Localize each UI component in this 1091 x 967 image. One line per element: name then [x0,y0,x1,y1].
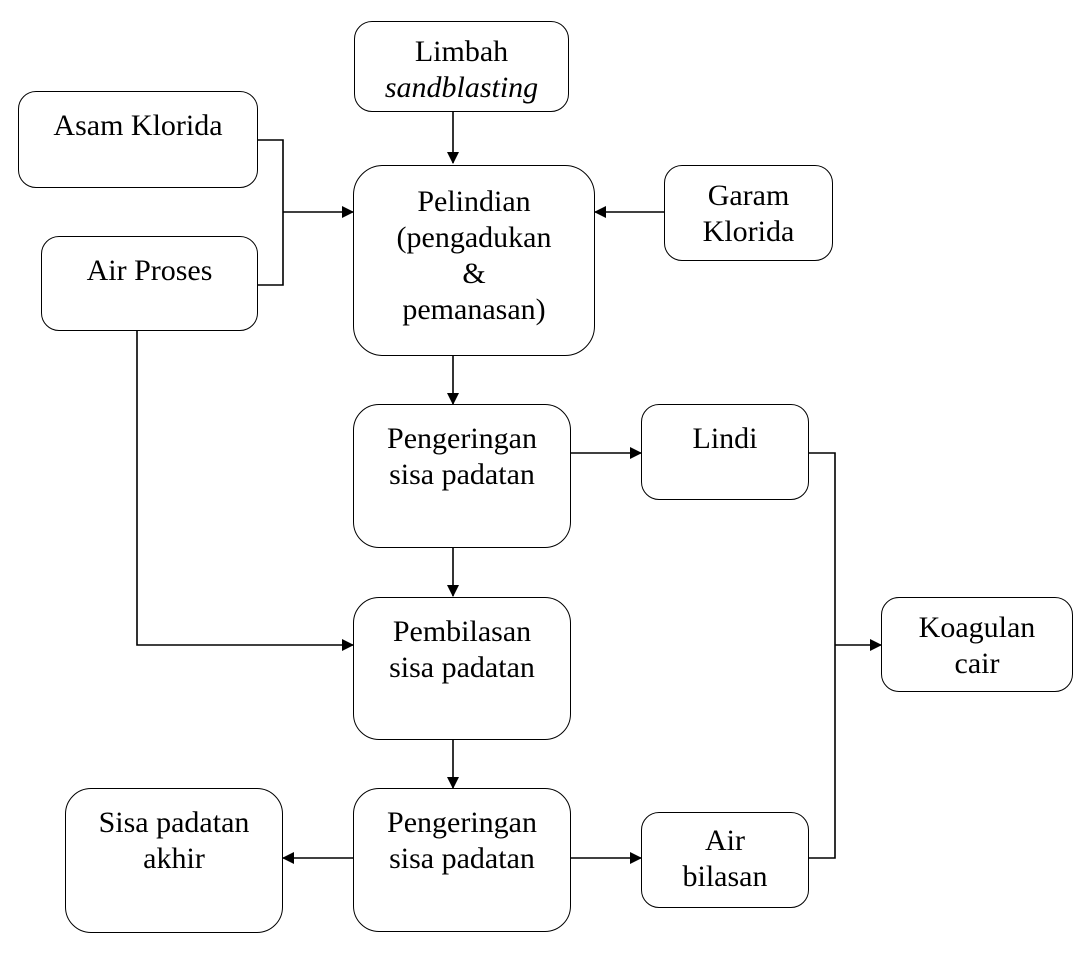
node-label: sisa padatan [389,651,535,684]
node-koagulan-cair: Koagulan cair [881,597,1073,692]
connector-air-proses [258,212,284,286]
node-label: Koagulan [918,611,1036,644]
node-label: Pengeringan [387,806,537,839]
node-label: sisa padatan [389,458,535,491]
node-label: Pengeringan [387,422,537,455]
node-pengeringan-sisa-padatan-1: Pengeringan sisa padatan [353,404,571,548]
node-label: sisa padatan [389,842,535,875]
node-garam-klorida: Garam Klorida [664,165,833,261]
node-pengeringan-sisa-padatan-2: Pengeringan sisa padatan [353,788,571,932]
node-label: Asam Klorida [53,109,223,142]
node-pelindian: Pelindian (pengadukan & pemanasan) [353,165,595,356]
node-label: Air Proses [86,254,213,287]
node-label: cair [954,647,1000,680]
node-label: akhir [143,842,205,875]
node-air-bilasan: Air bilasan [641,812,809,908]
node-label: Pembilasan [392,615,532,648]
connector-air-bilasan [809,645,836,859]
node-label: sandblasting [384,71,539,104]
node-label: pemanasan) [402,293,546,326]
node-pembilasan-sisa-padatan: Pembilasan sisa padatan [353,597,571,740]
node-label: Sisa padatan [98,806,250,839]
node-label: Klorida [702,215,795,248]
connector-asam-klorida [258,139,284,212]
node-label: (pengadukan [396,221,552,254]
connector-lindi [809,452,836,645]
node-label: Pelindian [417,185,531,218]
node-label: Air [705,824,745,857]
node-label: & [462,257,486,290]
node-label: bilasan [682,860,768,893]
node-limbah-sandblasting: Limbah sandblasting [354,21,569,112]
node-label: Limbah [414,35,509,68]
node-lindi: Lindi [641,404,809,500]
node-sisa-padatan-akhir: Sisa padatan akhir [65,788,283,933]
node-label: Garam [707,179,790,212]
node-label: Lindi [692,422,758,455]
arrow-air-proses-to-pembilasan [136,331,354,651]
node-air-proses: Air Proses [41,236,258,331]
node-asam-klorida: Asam Klorida [18,91,258,188]
